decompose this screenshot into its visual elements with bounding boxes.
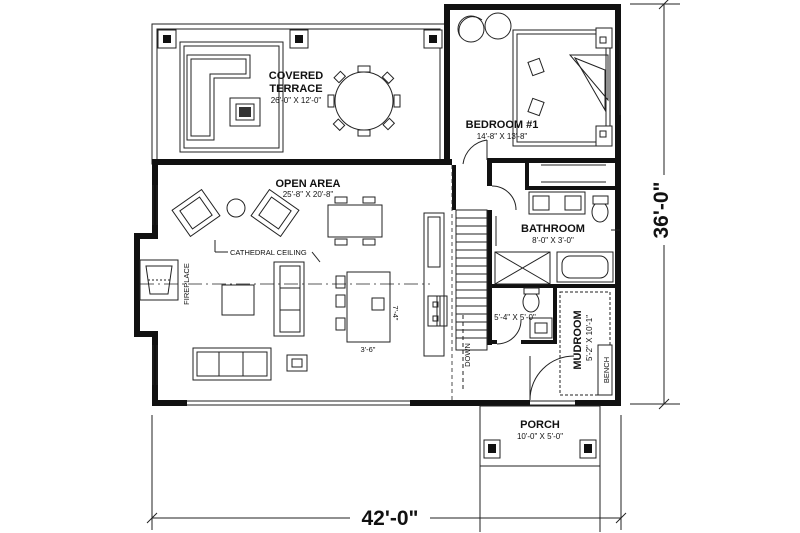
overall-width-label: 42'-0" xyxy=(362,507,419,530)
fireplace-label: FIREPLACE xyxy=(182,263,191,305)
bathroom-dims: 8'-0" X 3'-0" xyxy=(532,236,574,245)
porch-dims: 10'-0" X 5'-0" xyxy=(517,432,563,441)
open-area-label: OPEN AREA xyxy=(276,178,341,190)
mudroom-fixtures xyxy=(496,287,613,401)
bathroom-label: BATHROOM xyxy=(521,223,585,235)
porch-label: PORCH xyxy=(520,419,560,431)
covered-terrace xyxy=(151,23,446,165)
bedroom-label: BEDROOM #1 xyxy=(466,119,539,131)
staircase xyxy=(451,165,488,400)
room-labels: COVERED TERRACE 26'-0" X 12'-0" BEDROOM … xyxy=(182,70,673,530)
bathroom-fixtures xyxy=(491,164,620,285)
cathedral-ceiling-label: CATHEDRAL CEILING xyxy=(230,248,307,257)
mudroom-label: MUDROOM xyxy=(572,310,584,369)
bedroom-furniture xyxy=(457,12,621,165)
bedroom-dims: 14'-8" X 13'-8" xyxy=(477,132,528,141)
terrace-label-2: TERRACE xyxy=(269,83,322,95)
interior-walls xyxy=(452,158,621,345)
exterior-walls xyxy=(134,4,621,406)
terrace-dims: 26'-0" X 12'-0" xyxy=(271,96,322,105)
open-area-dims: 25'-8" X 20'-8" xyxy=(283,190,334,199)
porch xyxy=(479,405,601,532)
overall-depth-label: 36'-0" xyxy=(650,182,673,239)
mudroom-dims: 5'-2" X 10'-1" xyxy=(585,315,594,361)
island-width-label: 3'-6" xyxy=(361,345,376,354)
closet-dims: 5'-4" X 5'-0" xyxy=(494,313,536,322)
terrace-label-1: COVERED xyxy=(269,70,323,82)
bench-label: BENCH xyxy=(602,357,611,383)
open-area-furniture xyxy=(139,188,448,381)
stairs-down-label: DOWN xyxy=(463,343,472,367)
dimension-lines xyxy=(146,0,680,530)
island-length-label: 7'-4" xyxy=(391,306,400,321)
